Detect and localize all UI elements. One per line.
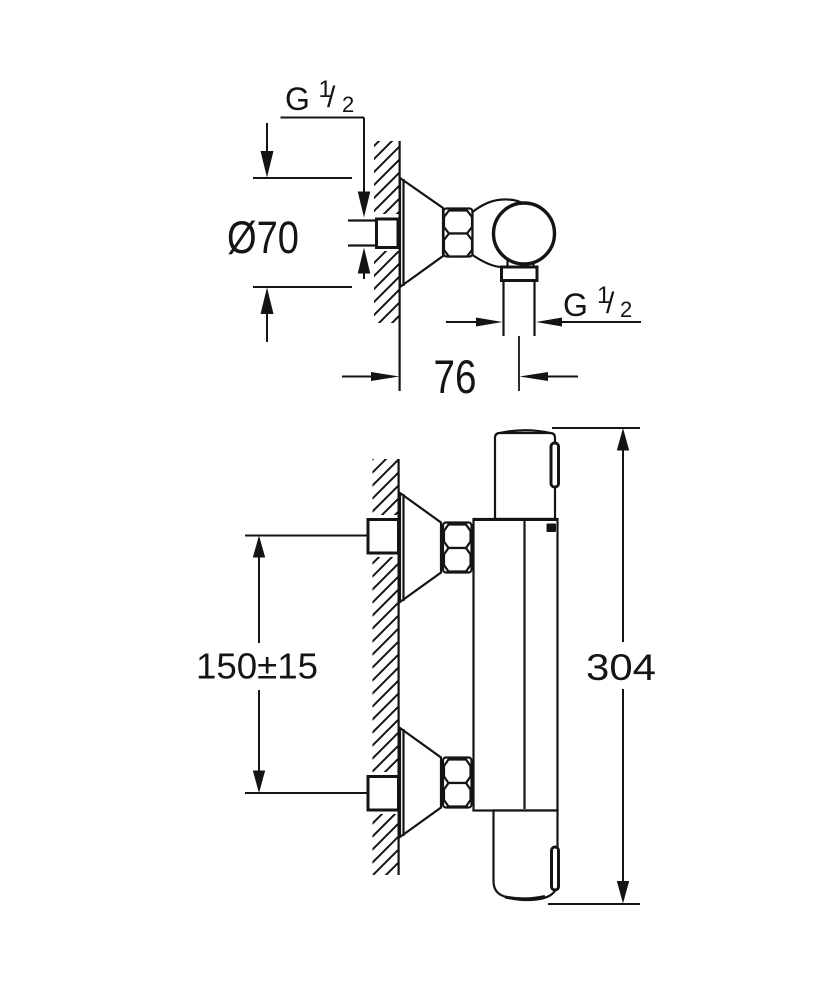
- safestop-button: [549, 441, 560, 489]
- dimension-offset-76: [342, 372, 578, 381]
- union-nut: [442, 207, 474, 258]
- label-height-304: 304: [586, 647, 656, 688]
- svg-text:1: 1: [597, 282, 610, 309]
- escutcheon-cone: [398, 175, 445, 290]
- arrowhead: [260, 287, 274, 314]
- s-union-upper: [366, 490, 473, 605]
- svg-text:/: /: [327, 81, 336, 114]
- thread-size-text: G: [285, 81, 310, 117]
- valve-body: [472, 517, 559, 812]
- arrowhead: [260, 151, 274, 178]
- svg-text:/: /: [606, 287, 615, 320]
- arrowhead: [536, 317, 562, 327]
- bottom-cap: [492, 809, 560, 902]
- svg-text:2: 2: [342, 92, 354, 117]
- s-union-lower: [366, 725, 473, 840]
- thermostat-knob: [493, 429, 560, 521]
- arrowhead: [357, 247, 371, 274]
- arrowhead: [252, 535, 266, 558]
- dimension-g-half-wall: [280, 116, 371, 279]
- label-offset-76: 76: [434, 350, 477, 403]
- svg-text:2: 2: [620, 297, 632, 322]
- knob-dome: [499, 429, 551, 435]
- label-diameter-70: Ø70: [227, 212, 299, 263]
- arrowhead: [519, 372, 548, 381]
- arrowhead: [252, 770, 266, 793]
- escutcheon-cone: [398, 725, 443, 840]
- valve-body-circle: [491, 201, 557, 266]
- arrowhead: [616, 881, 630, 904]
- cap-edge-detail: [550, 845, 560, 892]
- label-g-half-wall: G 1 / 2: [285, 76, 354, 117]
- arrowhead: [476, 317, 503, 327]
- wall-union-square: [375, 217, 400, 249]
- dimension-diameter-70: [253, 123, 352, 342]
- label-center-distance: 150±15: [196, 646, 318, 687]
- top-view: G 1 / 2 Ø70 76 G 1 / 2: [227, 76, 641, 403]
- dimension-height: [548, 427, 640, 905]
- dimension-g-half-outlet: [446, 317, 641, 327]
- outlet-collar: [500, 265, 539, 282]
- arrowhead: [616, 428, 630, 451]
- wall-union-square: [366, 518, 400, 555]
- svg-text:G: G: [563, 287, 588, 323]
- arrowhead: [371, 372, 400, 381]
- side-view: 150±15 304: [196, 427, 656, 905]
- svg-text:1: 1: [319, 76, 332, 103]
- shower-outlet-pipe: [502, 280, 536, 391]
- pipe-clearance: [346, 218, 374, 248]
- label-g-half-outlet: G 1 / 2: [563, 282, 632, 323]
- wall-union-square: [366, 775, 400, 812]
- concealed-supply-pipe: [348, 219, 377, 247]
- dimension-center-distance: [245, 534, 369, 794]
- arrowhead: [357, 191, 371, 218]
- temperature-marking: [546, 523, 556, 532]
- escutcheon-cone: [398, 490, 443, 605]
